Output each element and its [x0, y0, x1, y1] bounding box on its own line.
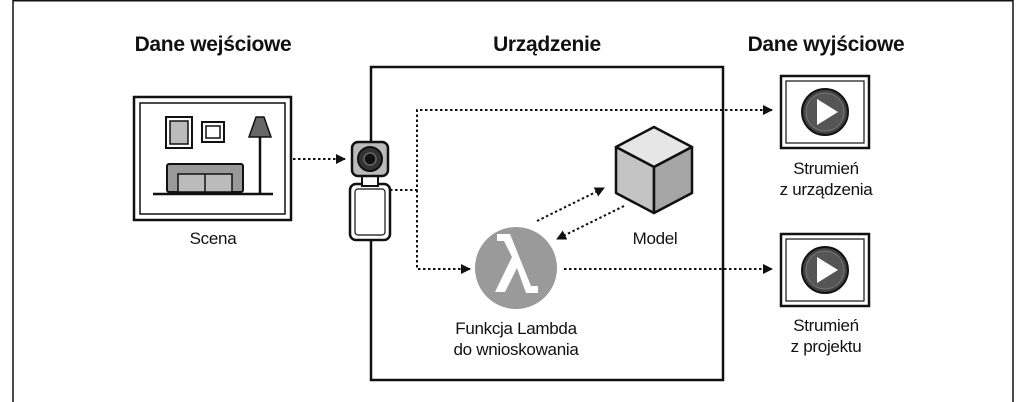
- lambda-label-line1: Funkcja Lambda: [455, 319, 577, 338]
- device-stream-label-line2: z urządzenia: [779, 180, 873, 199]
- input-header: Dane wejściowe: [134, 33, 292, 56]
- project-stream-label-line2: z projektu: [790, 337, 862, 356]
- arrow-model-to-lambda: [556, 205, 625, 240]
- arrow-camera-to-lambda: [416, 190, 471, 274]
- device-stream-label-line1: Strumień: [793, 159, 859, 178]
- scene-label: Scena: [189, 229, 237, 248]
- play-icon: [801, 88, 849, 136]
- living-room-icon: [153, 116, 273, 196]
- model-label: Model: [632, 229, 678, 248]
- output-header: Dane wyjściowe: [747, 33, 905, 56]
- device-stream-box: [779, 74, 871, 150]
- lambda-label-line2: do wnioskowania: [453, 340, 579, 359]
- lambda-icon: [475, 227, 557, 309]
- device-header: Urządzenie: [493, 33, 601, 56]
- play-icon: [801, 246, 849, 294]
- camera-icon: [348, 140, 392, 242]
- cube-icon: [614, 125, 694, 215]
- arrow-camera-to-device-stream: [390, 105, 773, 191]
- arrow-lambda-to-model: [536, 187, 605, 222]
- project-stream-box: [779, 232, 871, 308]
- scene-box: [132, 95, 293, 222]
- project-stream-label-line1: Strumień: [793, 316, 859, 335]
